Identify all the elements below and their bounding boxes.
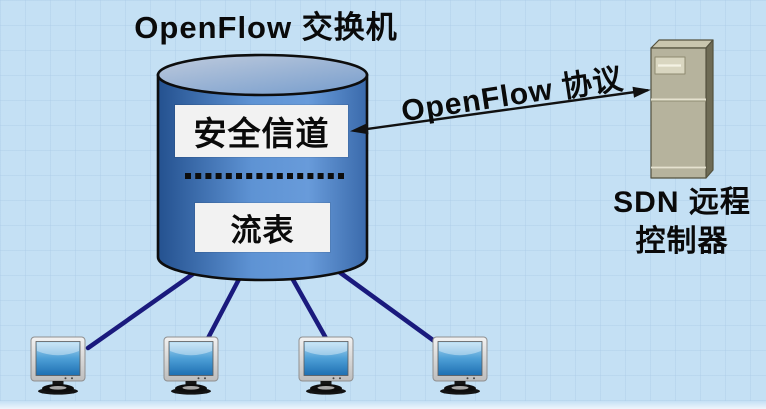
arrow-head-left <box>350 123 369 135</box>
controller-tower-icon <box>650 39 714 179</box>
flow-table-label: 流表 <box>230 213 295 248</box>
host-monitor-1 <box>30 336 86 396</box>
secure-channel-box: 安全信道 <box>175 105 348 157</box>
cylinder-top <box>156 53 369 97</box>
controller-label: SDN 远程 控制器 <box>596 183 766 261</box>
protocol-arrow <box>350 86 651 135</box>
tower-side-face <box>705 39 714 179</box>
arrow-shaft <box>353 89 649 132</box>
host-monitor-3 <box>298 336 354 396</box>
controller-label-line1: SDN 远程 <box>613 186 751 219</box>
bottom-edge-fade <box>0 401 766 409</box>
flow-table-box: 流表 <box>195 203 330 252</box>
controller-label-line2: 控制器 <box>635 225 729 258</box>
diagram-title: OpenFlow 交换机 <box>134 10 398 45</box>
arrow-head-right <box>632 86 651 98</box>
secure-channel-label: 安全信道 <box>193 115 330 152</box>
tower-top-face <box>650 39 714 49</box>
host-monitor-4 <box>432 336 488 396</box>
host-monitor-2 <box>163 336 219 396</box>
